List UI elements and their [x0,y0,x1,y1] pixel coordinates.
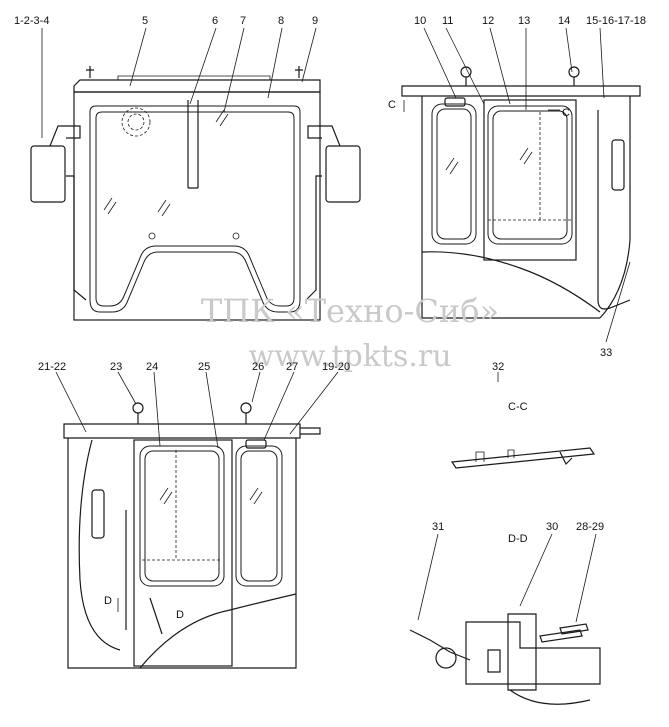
callout-7: 7 [240,15,246,27]
front-mirror-left [30,125,87,301]
callout-1-4: 1-2-3-4 [14,15,49,27]
side-left-handrail [78,439,121,651]
side-roof [401,85,641,97]
callout-9: 9 [312,15,318,27]
detail-dd [409,613,601,705]
callout-5: 5 [142,15,148,27]
callout-23: 23 [110,361,122,373]
callout-25: 25 [198,361,210,373]
callout-21-22: 21-22 [38,361,66,373]
watermark-line-1: ТПК «Техно-Сиб» [201,292,499,330]
leader-lines [41,27,631,623]
side-view-right [401,66,641,319]
callout-26: 26 [252,361,264,373]
side-rear-window [431,103,477,245]
callout-30: 30 [546,521,558,533]
callout-14: 14 [558,15,570,27]
callout-12: 12 [482,15,494,27]
front-lift-eye-right [295,66,303,78]
front-roof [73,79,321,93]
section-mark-c-left: C [388,99,396,111]
section-mark-d-left: D [104,595,112,607]
front-lift-eye-left [86,66,94,78]
callouts: 1-2-3-4 5 6 7 8 9 10 11 12 13 14 15-16-1… [14,15,646,533]
side-door [483,99,577,261]
side-view-left [63,402,321,669]
front-fan [121,107,151,137]
callout-8: 8 [278,15,284,27]
callout-15-18: 15-16-17-18 [586,15,646,27]
section-mark-c-right: C [562,107,570,119]
callout-6: 6 [212,15,218,27]
callout-31: 31 [432,521,444,533]
callout-19-20: 19-20 [322,361,350,373]
callout-27: 27 [286,361,298,373]
section-label-dd: D-D [508,533,528,545]
side-left-door [133,439,233,667]
callout-24: 24 [146,361,158,373]
front-mirror-right [305,125,361,301]
callout-32: 32 [492,361,504,373]
watermark-line-2: www.tpkts.ru [248,339,451,374]
detail-cc [450,447,596,469]
callout-33: 33 [600,347,612,359]
side-handrail [597,110,631,310]
section-mark-d-right: D [176,609,184,621]
front-view [30,66,361,321]
side-left-roof [63,423,301,439]
callout-11: 11 [442,15,453,27]
front-wiper [187,100,199,189]
front-windshield [89,105,301,313]
section-d-arrow [149,597,163,635]
front-body [73,91,321,321]
callout-10: 10 [414,15,426,27]
section-label-cc: C-C [508,401,528,413]
callout-13: 13 [518,15,530,27]
side-left-rear-window [235,445,283,587]
callout-28-29: 28-29 [576,521,604,533]
